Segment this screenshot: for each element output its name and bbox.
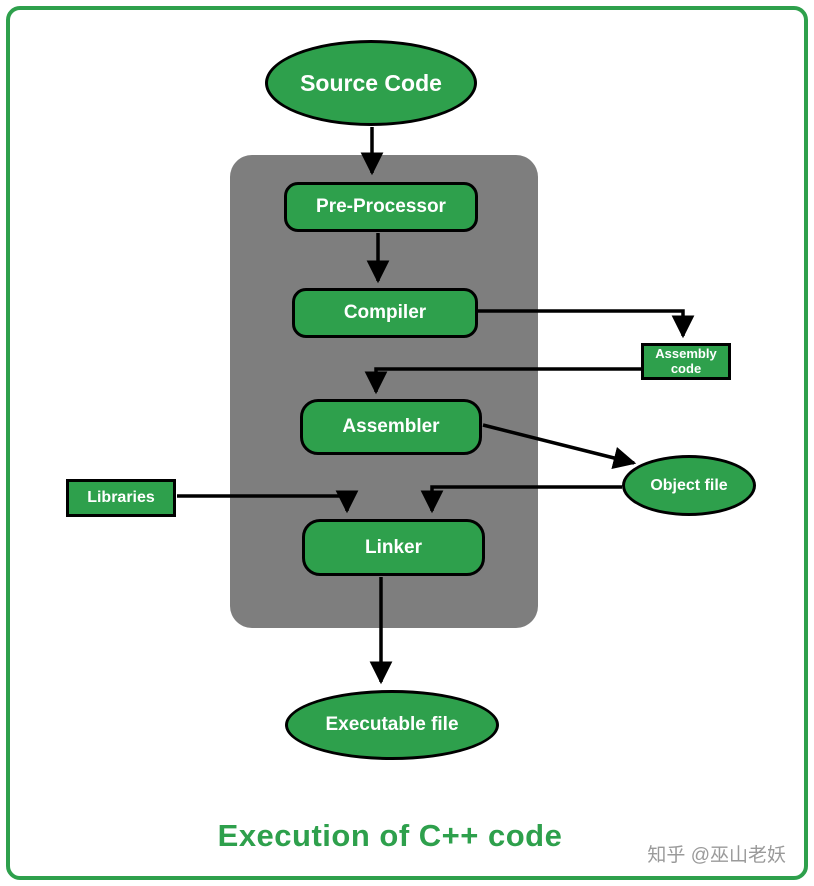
node-pre-processor: Pre-Processor xyxy=(284,182,478,232)
diagram-title: Execution of C++ code xyxy=(217,818,563,853)
node-pre-processor-label: Pre-Processor xyxy=(316,196,446,217)
node-assembly-code: Assembly code xyxy=(641,343,731,380)
node-object-file-label: Object file xyxy=(650,476,728,494)
node-executable-file-label: Executable file xyxy=(325,714,459,735)
arrow-assembler-to-object-file xyxy=(482,423,637,470)
node-assembler: Assembler xyxy=(300,399,482,455)
node-libraries: Libraries xyxy=(66,479,176,517)
node-linker: Linker xyxy=(302,519,485,576)
arrow-object-file-to-linker xyxy=(420,485,622,514)
arrow-compiler-to-assembly-code xyxy=(478,309,695,339)
watermark-text: 知乎 @巫山老妖 xyxy=(647,845,786,866)
node-source-code-label: Source Code xyxy=(300,69,442,96)
node-libraries-label: Libraries xyxy=(87,489,155,506)
node-assembler-label: Assembler xyxy=(342,416,440,437)
node-linker-label: Linker xyxy=(364,536,423,558)
node-compiler-label: Compiler xyxy=(343,302,427,323)
node-compiler: Compiler xyxy=(292,288,478,338)
node-executable-file: Executable file xyxy=(285,690,499,760)
node-source-code: Source Code xyxy=(265,40,477,126)
node-object-file: Object file xyxy=(622,455,756,516)
arrow-libraries-to-linker xyxy=(177,490,359,514)
node-assembly-code-label: Assembly code xyxy=(655,345,717,376)
arrow-assembly-code-to-assembler xyxy=(364,367,641,395)
